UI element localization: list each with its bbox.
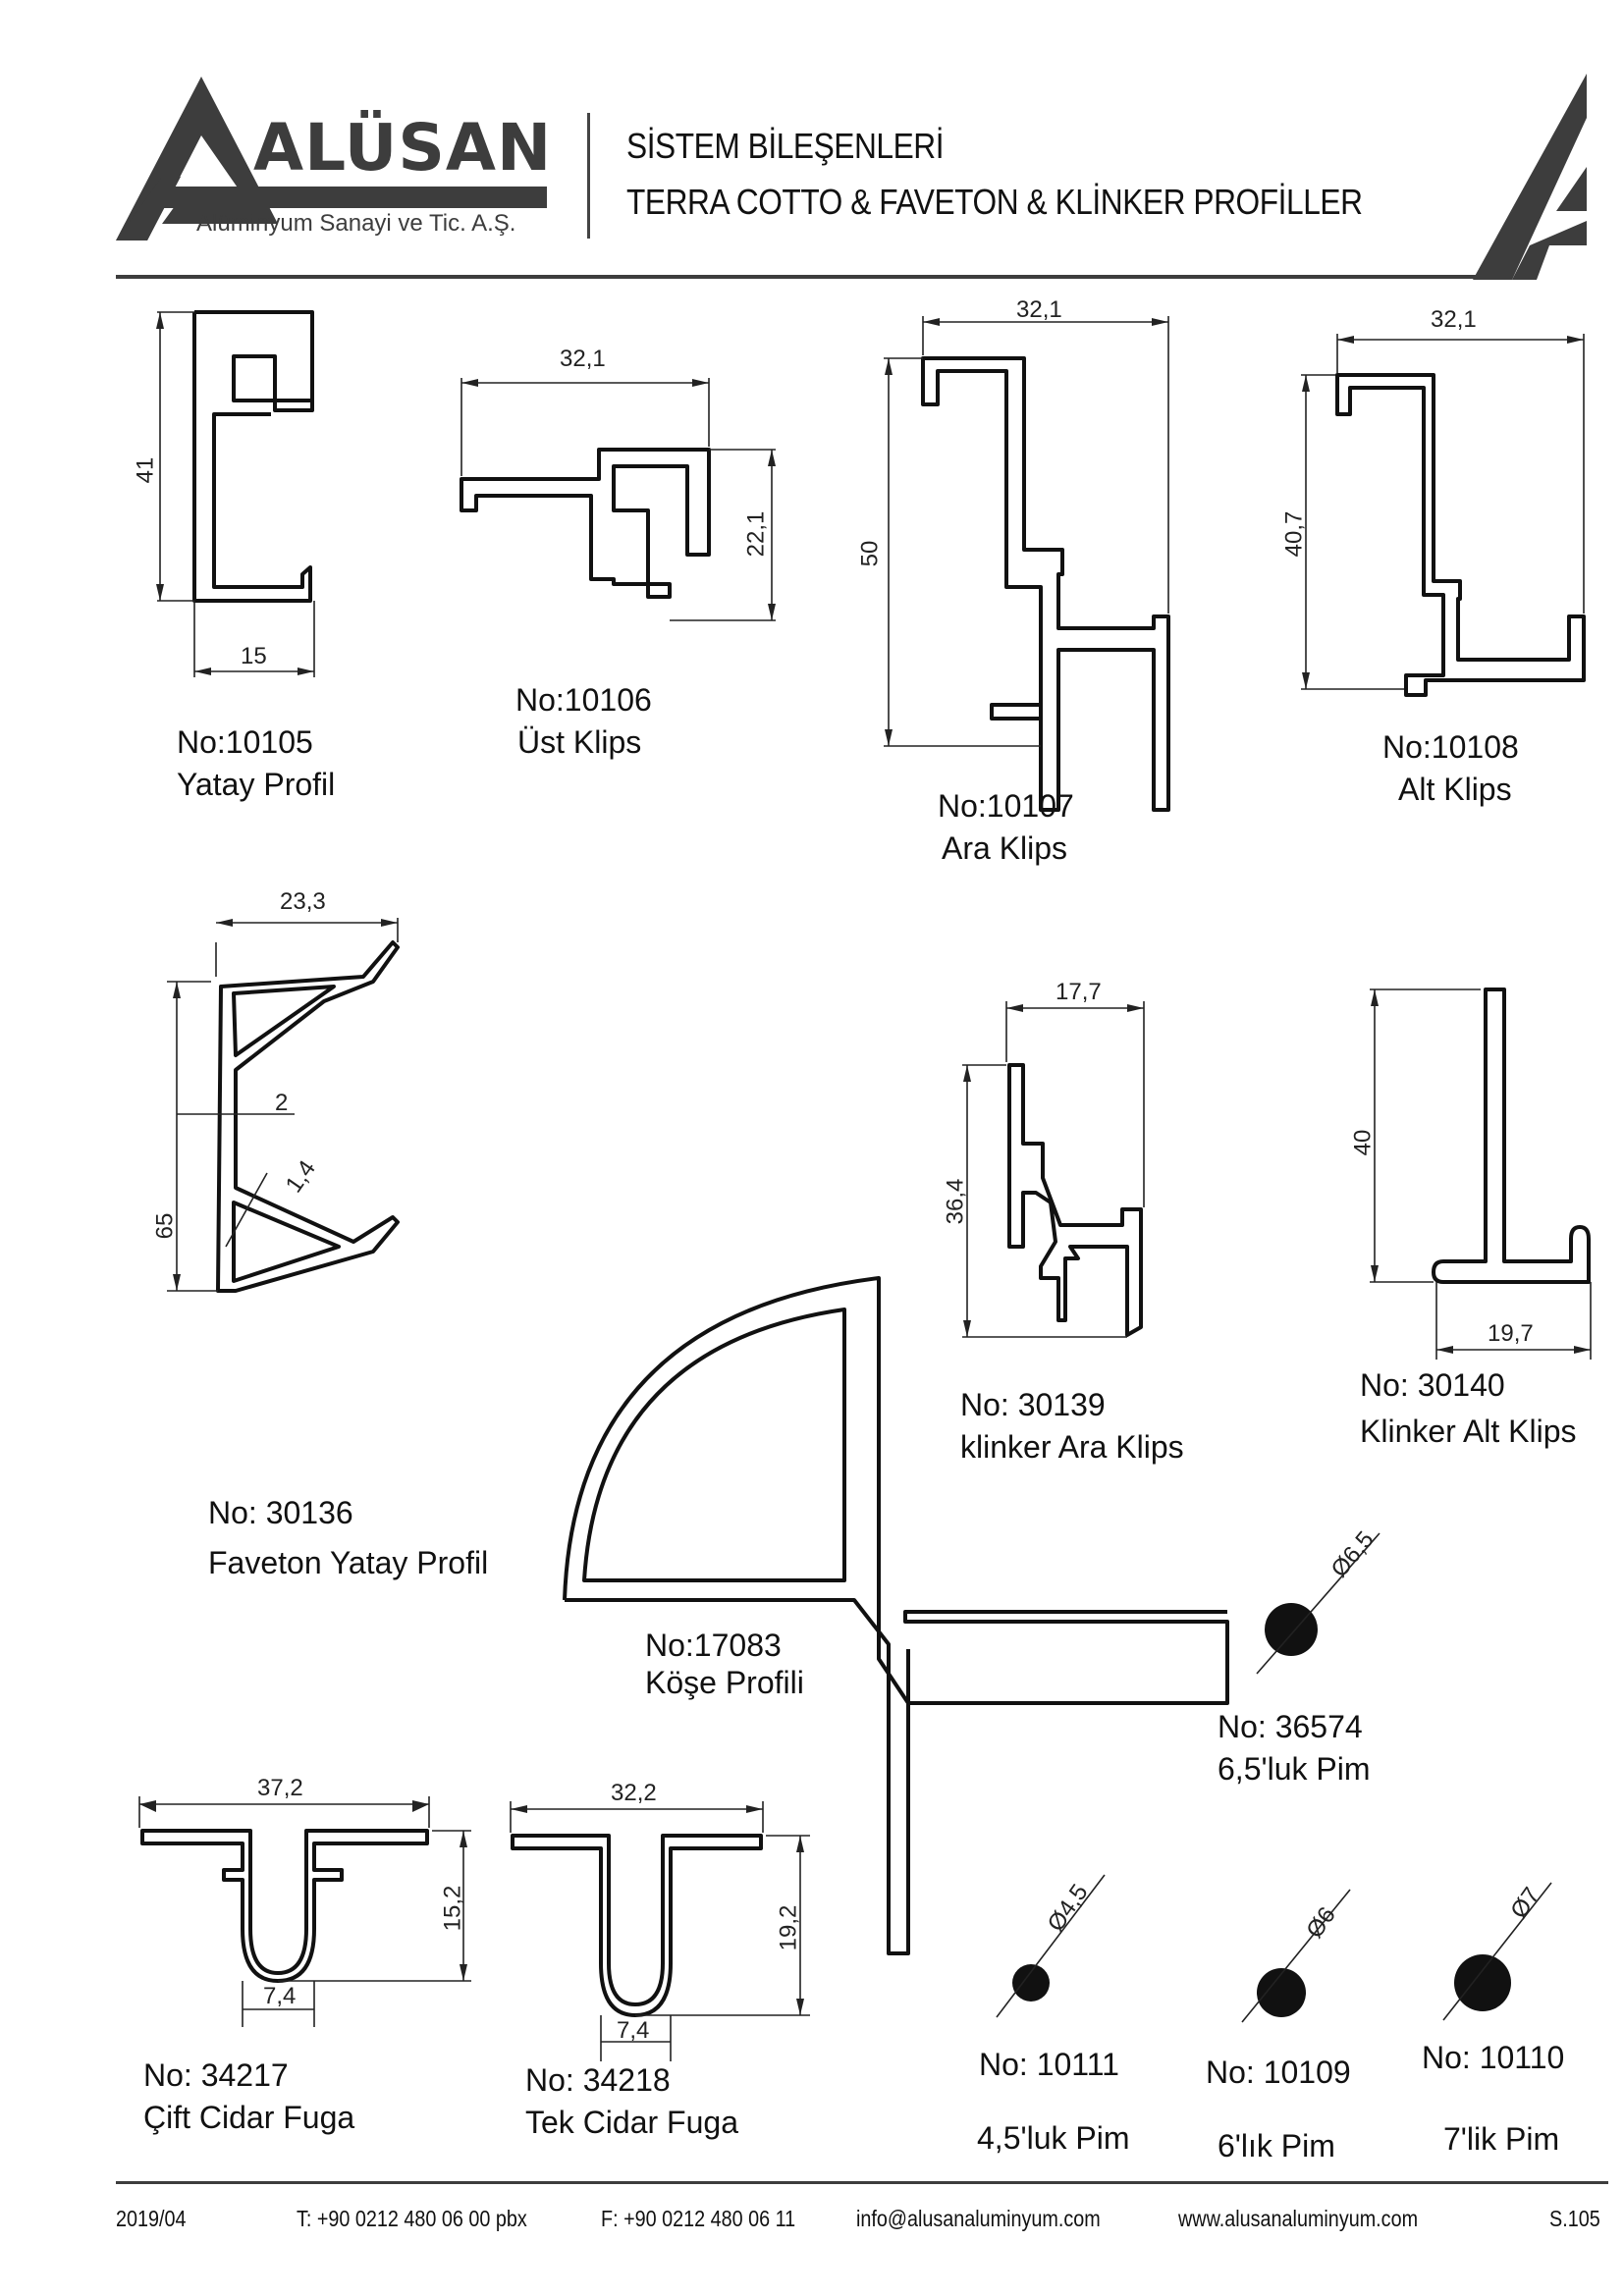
- profile-name: Tek Cidar Fuga: [525, 2105, 738, 2141]
- profile-34218-drawing: [510, 1801, 810, 2061]
- dim-10108-height: 40,7: [1280, 510, 1308, 558]
- profile-number: No: 30140: [1360, 1367, 1505, 1403]
- profile-17083-drawing: [563, 1276, 1229, 1955]
- profile-number: No: 30136: [208, 1495, 353, 1530]
- label-17083: No:17083 Köşe Profili: [645, 1627, 804, 1702]
- pin-10109-drawing: [1241, 1889, 1351, 2023]
- profile-name: Üst Klips: [517, 724, 642, 761]
- profile-30140-drawing: [1370, 988, 1592, 1360]
- dim-34217-width: 37,2: [257, 1775, 303, 1801]
- profile-number: No: 10109: [1206, 2055, 1351, 2090]
- dim-30136-wall: 2: [275, 1090, 289, 1116]
- profile-name: Klinker Alt Klips: [1360, 1414, 1577, 1450]
- profile-name: Yatay Profil: [177, 767, 336, 803]
- profile-10107-drawing: [884, 316, 1170, 812]
- profile-number: No: 36574: [1218, 1709, 1363, 1744]
- header: ALÜSAN Alüminyum Sanayi ve Tic. A.Ş. SİS…: [0, 0, 1624, 294]
- header-title-line1: SİSTEM BİLEŞENLERİ: [626, 126, 945, 166]
- label-34217: No: 34217 Çift Cidar Fuga: [143, 2055, 354, 2139]
- dim-30136-width: 23,3: [280, 888, 326, 915]
- label-10110: No: 10110 7'lik Pim: [1422, 2037, 1564, 2161]
- footer-page-number: S.105: [1549, 2206, 1600, 2231]
- profile-name: 6,5'luk Pim: [1218, 1751, 1371, 1788]
- profile-number: No: 30139: [960, 1387, 1106, 1422]
- dim-30136-height: 65: [151, 1212, 179, 1240]
- dim-34217-height: 15,2: [439, 1885, 466, 1932]
- label-30139: No: 30139 klinker Ara Klips: [960, 1384, 1184, 1468]
- header-rule: [116, 275, 1481, 279]
- label-30136: No: 30136 Faveton Yatay Profil: [208, 1492, 488, 1584]
- footer-email[interactable]: info@alusanaluminyum.com: [856, 2206, 1101, 2231]
- profile-30139-drawing: [962, 1001, 1145, 1338]
- footer-date: 2019/04: [116, 2206, 187, 2231]
- footer-phone: T: +90 0212 480 06 00 pbx: [297, 2206, 527, 2231]
- profile-30136-drawing: [167, 918, 400, 1293]
- label-34218: No: 34218 Tek Cidar Fuga: [525, 2059, 738, 2144]
- dim-30139-height: 36,4: [942, 1178, 969, 1225]
- dim-10107-height: 50: [856, 540, 884, 567]
- dim-30139-width: 17,7: [1056, 979, 1102, 1005]
- profile-name: 6'lık Pim: [1218, 2128, 1335, 2164]
- dim-10106-height: 22,1: [742, 510, 770, 558]
- dim-10105-width: 15: [241, 643, 267, 669]
- profile-number: No: 10111: [979, 2047, 1119, 2082]
- profile-number: No: 34218: [525, 2062, 671, 2098]
- profile-number: No:10105: [177, 724, 313, 760]
- label-10106: No:10106 Üst Klips: [515, 679, 652, 764]
- dim-10106-width: 32,1: [560, 346, 606, 372]
- footer-rule: [116, 2181, 1608, 2184]
- profile-name: Çift Cidar Fuga: [143, 2100, 355, 2136]
- pin-10110-drawing: [1442, 1882, 1552, 2021]
- dim-10107-width: 32,1: [1016, 296, 1062, 323]
- dim-30140-height: 40: [1349, 1129, 1377, 1156]
- profile-10105-drawing: [156, 310, 315, 677]
- profile-number: No: 34217: [143, 2057, 289, 2093]
- profile-number: No:10108: [1382, 729, 1519, 765]
- profile-name: Alt Klips: [1398, 772, 1512, 808]
- profile-10108-drawing: [1301, 334, 1586, 697]
- label-10105: No:10105 Yatay Profil: [177, 721, 335, 806]
- label-10107: No:10107 Ara Klips: [938, 785, 1074, 870]
- header-title-line2: TERRA COTTO & FAVETON & KLİNKER PROFİLLE…: [626, 182, 1363, 222]
- alusan-triangle-logo-icon: [116, 74, 1587, 280]
- dim-10108-width: 32,1: [1431, 306, 1477, 333]
- label-30140: No: 30140 Klinker Alt Klips: [1360, 1364, 1577, 1453]
- profile-number: No: 10110: [1422, 2040, 1565, 2075]
- profile-10106-drawing: [460, 378, 776, 621]
- profile-name: 7'lik Pim: [1443, 2121, 1560, 2158]
- profile-34217-drawing: [138, 1796, 471, 2027]
- label-10111: No: 10111 4,5'luk Pim: [977, 2044, 1130, 2160]
- label-10108: No:10108 Alt Klips: [1382, 726, 1519, 811]
- profile-name: Ara Klips: [942, 830, 1068, 867]
- label-36574: No: 36574 6,5'luk Pim: [1218, 1706, 1371, 1790]
- footer-fax: F: +90 0212 480 06 11: [601, 2206, 796, 2231]
- dim-34218-width: 32,2: [611, 1780, 657, 1806]
- profile-name: Köşe Profili: [645, 1665, 804, 1701]
- header-separator: [587, 113, 590, 239]
- pin-10111-drawing: [996, 1874, 1106, 2018]
- footer-website[interactable]: www.alusanaluminyum.com: [1178, 2206, 1419, 2231]
- profile-name: Faveton Yatay Profil: [208, 1545, 489, 1581]
- dim-30140-width: 19,7: [1488, 1320, 1534, 1347]
- brand-name: ALÜSAN: [253, 110, 553, 186]
- profile-number: No:17083: [645, 1628, 782, 1663]
- pin-36574-drawing: [1256, 1532, 1380, 1675]
- profile-name: 4,5'luk Pim: [977, 2120, 1130, 2157]
- brand-subtitle: Alüminyum Sanayi ve Tic. A.Ş.: [196, 210, 516, 237]
- profile-number: No:10106: [515, 682, 652, 718]
- dim-10105-height: 41: [132, 456, 159, 484]
- profile-name: klinker Ara Klips: [960, 1429, 1184, 1466]
- dim-34218-slot: 7,4: [617, 2017, 650, 2044]
- dim-34217-slot: 7,4: [263, 1983, 297, 2009]
- dim-34218-height: 19,2: [775, 1904, 802, 1951]
- label-10109: No: 10109 6'lık Pim: [1206, 2052, 1351, 2167]
- profile-number: No:10107: [938, 788, 1074, 824]
